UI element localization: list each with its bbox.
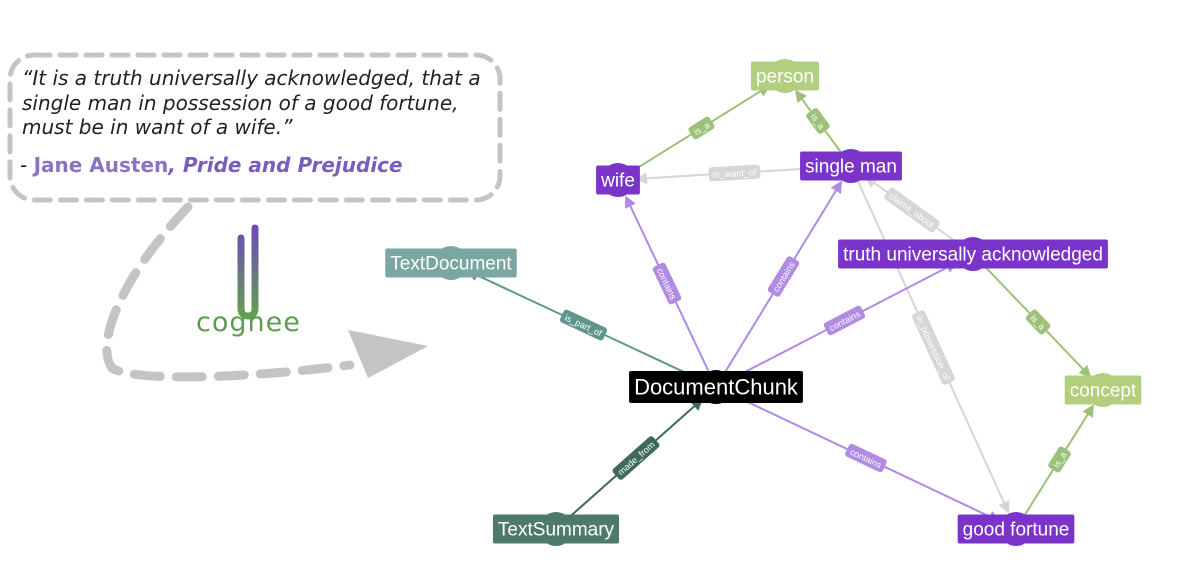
quote-author: Jane Austen bbox=[33, 153, 169, 177]
edge-arrow-document_chunk-single_man bbox=[830, 180, 843, 194]
edge-truth-concept bbox=[972, 253, 1087, 373]
quote-line-2: single man in possession of a good fortu… bbox=[22, 90, 459, 115]
node-label-bg bbox=[596, 165, 640, 195]
edge-arrow-single_man-wife bbox=[634, 172, 648, 185]
edge-label-is_a: is_a bbox=[1048, 446, 1071, 473]
edge-label-is_a: is_a bbox=[688, 116, 715, 140]
edge-label-bg bbox=[806, 108, 830, 134]
edge-label-claims_about: claims_about bbox=[884, 187, 940, 233]
quote-line-1: “It is a truth universally acknowledged,… bbox=[22, 66, 481, 90]
node-document_chunk[interactable]: DocumentChunk bbox=[629, 370, 803, 404]
node-label: person bbox=[756, 67, 814, 88]
cognee-logo-icon bbox=[209, 224, 287, 320]
node-label: wife bbox=[600, 171, 635, 192]
node-wife[interactable]: wife bbox=[596, 163, 640, 197]
node-label: TextSummary bbox=[498, 520, 615, 541]
node-label: DocumentChunk bbox=[634, 375, 799, 400]
quote-attribution: - Jane Austen, Pride and Prejudice bbox=[20, 153, 403, 177]
edge-label-bg bbox=[884, 187, 940, 233]
bubble-arrow-head bbox=[348, 330, 428, 378]
attribution-separator: , bbox=[168, 153, 183, 177]
edge-label-contains: contains bbox=[767, 256, 800, 297]
edge-wife-person bbox=[617, 88, 765, 181]
edge-label-in_want_of: in_want_of bbox=[708, 164, 761, 182]
node-good_fortune[interactable]: good fortune bbox=[957, 512, 1075, 546]
node-label: concept bbox=[1070, 381, 1137, 402]
edge-label-text: in_possession_of bbox=[914, 314, 952, 382]
node-text_summary[interactable]: TextSummary bbox=[492, 512, 620, 546]
edge-label-text: claims_about bbox=[887, 191, 936, 230]
edge-label-contains: contains bbox=[652, 262, 682, 305]
quote-text: “It is a truth universally acknowledged,… bbox=[22, 66, 502, 140]
edge-label-text: in_want_of bbox=[712, 167, 757, 180]
edge-label-bg bbox=[652, 262, 682, 305]
edge-arrow-truth-concept bbox=[1078, 364, 1092, 378]
edge-label-bg bbox=[1048, 446, 1071, 473]
attribution-dash: - bbox=[20, 153, 34, 177]
edge-label-contains: contains bbox=[845, 443, 887, 473]
logo-wordmark: cognee bbox=[196, 307, 301, 338]
node-label: truth universally acknowledged bbox=[843, 245, 1103, 266]
node-label-bg bbox=[957, 514, 1075, 544]
node-label-bg bbox=[629, 371, 803, 403]
node-person[interactable]: person bbox=[750, 59, 820, 93]
node-label-bg bbox=[1064, 375, 1142, 405]
node-label-bg bbox=[385, 248, 517, 278]
node-label-bg bbox=[838, 239, 1108, 269]
speech-bubble bbox=[7, 52, 503, 382]
node-text_document[interactable]: TextDocument bbox=[385, 246, 517, 280]
edge-arrow-good_fortune-concept bbox=[1082, 404, 1094, 418]
node-label-bg bbox=[492, 514, 620, 544]
quote-line-3: must be in want of a wife.” bbox=[22, 115, 293, 139]
quote-work-title: Pride and Prejudice bbox=[182, 153, 403, 177]
edge-arrow-single_man-person bbox=[795, 89, 807, 103]
edge-label-is_a: is_a bbox=[806, 108, 830, 134]
edge-arrow-single_man-good_fortune bbox=[998, 500, 1010, 514]
edge-label-bg bbox=[559, 309, 608, 341]
node-label: TextDocument bbox=[390, 254, 512, 275]
node-concept[interactable]: concept bbox=[1064, 373, 1142, 407]
edge-label-is_part_of: is_part_of bbox=[559, 309, 608, 341]
edge-label-contains: contains bbox=[823, 305, 866, 336]
node-label-bg bbox=[800, 151, 902, 181]
edge-label-bg bbox=[688, 116, 715, 140]
edge-label-bg bbox=[1025, 309, 1051, 335]
edge-label-bg bbox=[708, 164, 761, 182]
node-truth[interactable]: truth universally acknowledged bbox=[838, 237, 1108, 271]
edge-label-bg bbox=[612, 436, 660, 480]
node-single_man[interactable]: single man bbox=[800, 149, 902, 183]
edge-label-bg bbox=[767, 256, 800, 297]
edge-label-made_from: made_from bbox=[612, 436, 660, 480]
node-label: single man bbox=[805, 157, 897, 178]
edge-label-in_possession_of: in_possession_of bbox=[912, 310, 955, 385]
edge-label-bg bbox=[845, 443, 887, 473]
edge-label-bg bbox=[823, 305, 866, 336]
node-label: good fortune bbox=[963, 520, 1070, 541]
edge-arrow-document_chunk-wife bbox=[624, 195, 636, 209]
edge-good_fortune-concept bbox=[1015, 410, 1091, 530]
edge-label-bg bbox=[912, 310, 955, 385]
node-label-bg bbox=[750, 61, 820, 91]
edge-label-text: made_from bbox=[616, 440, 657, 478]
